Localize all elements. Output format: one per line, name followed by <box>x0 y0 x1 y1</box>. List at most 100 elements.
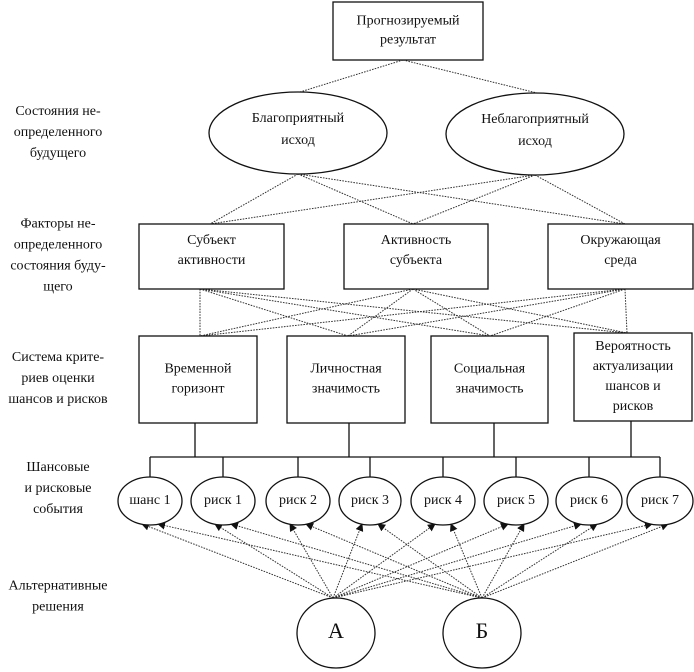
factor-box-subject <box>138 223 285 290</box>
edge-factor-subject-criterion-social <box>199 288 491 337</box>
edge-outcome-favorable-factor-subject <box>209 173 299 225</box>
row-label-factors-line: состояния буду- <box>10 259 106 274</box>
event-ellipse-risk5 <box>483 476 549 526</box>
factor-box-environment <box>547 223 694 290</box>
arrow-A-to-risk1 <box>214 523 334 599</box>
edge-outcome-unfavorable-factor-environment <box>534 174 626 225</box>
factor-text-activity-line: субъекта <box>390 253 443 268</box>
outcome-text-unfavorable-line: исход <box>518 134 552 149</box>
row-label-factors-line: щего <box>43 280 72 295</box>
row-label-alternatives-line: решения <box>32 600 84 615</box>
event-label-risk5: риск 5 <box>497 493 535 508</box>
arrow-B-to-chance1 <box>157 521 483 599</box>
alternative-circle-B <box>442 597 522 669</box>
factor-text-activity-line: Активность <box>381 233 452 248</box>
row-label-alternatives-line: Альтернативные <box>9 579 108 594</box>
edge-result-favorable <box>299 59 404 93</box>
event-label-risk7: риск 7 <box>641 493 679 508</box>
row-label-events-line: события <box>33 502 83 517</box>
arrow-A-to-risk2 <box>289 523 334 599</box>
criterion-text-time-line: Временной <box>164 362 232 377</box>
factor-text-subject-line: Субъект <box>187 233 236 248</box>
criterion-text-probability-line: рисков <box>613 399 654 414</box>
edge-outcome-unfavorable-factor-activity <box>412 174 536 225</box>
arrow-A-to-risk5 <box>332 523 509 599</box>
criterion-text-probability-line: актуализации <box>593 359 674 374</box>
edge-factor-environment-criterion-probability <box>624 288 628 334</box>
criterion-text-social-line: Социальная <box>454 362 526 377</box>
edge-factor-subject-criterion-personal <box>199 288 349 337</box>
criterion-box-personal <box>286 335 406 424</box>
row-labels-layer: Состояния не-определенного будущегоФактор… <box>8 104 108 615</box>
event-label-risk2: риск 2 <box>279 493 317 508</box>
edge-result-unfavorable <box>402 59 538 94</box>
factor-text-environment-line: среда <box>604 253 637 268</box>
edge-outcome-favorable-factor-environment <box>297 173 626 225</box>
outcome-ellipse-unfavorable <box>445 92 625 176</box>
row-label-criteria-line: шансов и рисков <box>8 392 108 407</box>
row-label-criteria-line: Система крите- <box>12 350 104 365</box>
factor-text-environment-line: Окружающая <box>580 233 661 248</box>
edges-layer <box>141 59 669 599</box>
result-box-text-line: результат <box>380 33 436 48</box>
criterion-box-probability <box>573 332 693 422</box>
edge-outcome-unfavorable-factor-subject <box>209 174 536 225</box>
arrow-B-to-risk2 <box>305 523 483 599</box>
arrow-A-to-risk7 <box>332 521 653 599</box>
row-label-states-line: будущего <box>30 146 86 161</box>
outcome-text-favorable-line: Благоприятный <box>252 111 345 126</box>
edge-factor-activity-criterion-social <box>412 288 491 337</box>
arrow-A-to-chance1 <box>141 522 334 599</box>
event-ellipse-chance1 <box>117 476 183 526</box>
edge-factor-environment-criterion-personal <box>347 288 626 337</box>
arrow-B-to-risk1 <box>230 522 483 599</box>
alternative-label-A: А <box>328 618 344 643</box>
row-label-states-line: определенного <box>14 125 102 140</box>
event-ellipse-risk7 <box>626 476 694 526</box>
edge-factor-environment-criterion-time <box>199 288 626 337</box>
arrow-A-to-risk6 <box>332 522 582 599</box>
criterion-text-personal-line: значимость <box>312 382 380 397</box>
factor-box-activity <box>343 223 489 290</box>
outcome-text-favorable-line: исход <box>281 133 315 148</box>
event-label-risk6: риск 6 <box>570 493 608 508</box>
arrow-B-to-risk7 <box>481 522 669 599</box>
row-label-factors-line: Факторы не- <box>20 217 95 232</box>
outcome-ellipse-favorable <box>208 91 388 175</box>
edge-factor-subject-criterion-probability <box>199 288 628 334</box>
event-label-risk3: риск 3 <box>351 493 389 508</box>
row-label-states-line: Состояния не- <box>15 104 101 119</box>
event-label-risk1: риск 1 <box>204 493 242 508</box>
edge-factor-activity-criterion-personal <box>347 288 414 337</box>
outcome-text-unfavorable-line: Неблагоприятный <box>481 112 589 127</box>
criterion-box-time <box>138 335 258 424</box>
factor-text-subject-line: активности <box>178 253 246 268</box>
row-label-factors-line: определенного <box>14 238 102 253</box>
criterion-box-social <box>430 335 549 424</box>
event-ellipse-risk3 <box>338 476 402 526</box>
arrow-B-to-risk5 <box>481 523 525 599</box>
arrow-B-to-risk6 <box>481 523 598 599</box>
edge-factor-environment-criterion-social <box>489 288 626 337</box>
result-box <box>332 1 484 61</box>
criterion-text-time-line: горизонт <box>172 382 225 397</box>
result-box-text-line: Прогнозируемый <box>357 14 460 29</box>
alternative-label-B: Б <box>476 618 489 643</box>
event-label-risk4: риск 4 <box>424 493 462 508</box>
event-label-chance1: шанс 1 <box>129 493 170 508</box>
arrow-A-to-risk4 <box>332 523 436 599</box>
event-ellipse-risk2 <box>265 476 331 526</box>
criterion-text-social-line: значимость <box>455 382 523 397</box>
criterion-text-personal-line: Личностная <box>310 362 382 377</box>
alternative-circle-A <box>296 597 376 669</box>
edge-outcome-favorable-factor-activity <box>297 173 414 225</box>
row-label-events-line: Шансовые <box>26 460 89 475</box>
row-label-events-line: и рисковые <box>24 481 91 496</box>
event-ellipse-risk6 <box>555 476 623 526</box>
edge-factor-activity-criterion-probability <box>412 288 628 334</box>
event-ellipse-risk4 <box>410 476 476 526</box>
event-ellipse-risk1 <box>190 476 256 526</box>
arrow-B-to-risk4 <box>450 523 483 599</box>
